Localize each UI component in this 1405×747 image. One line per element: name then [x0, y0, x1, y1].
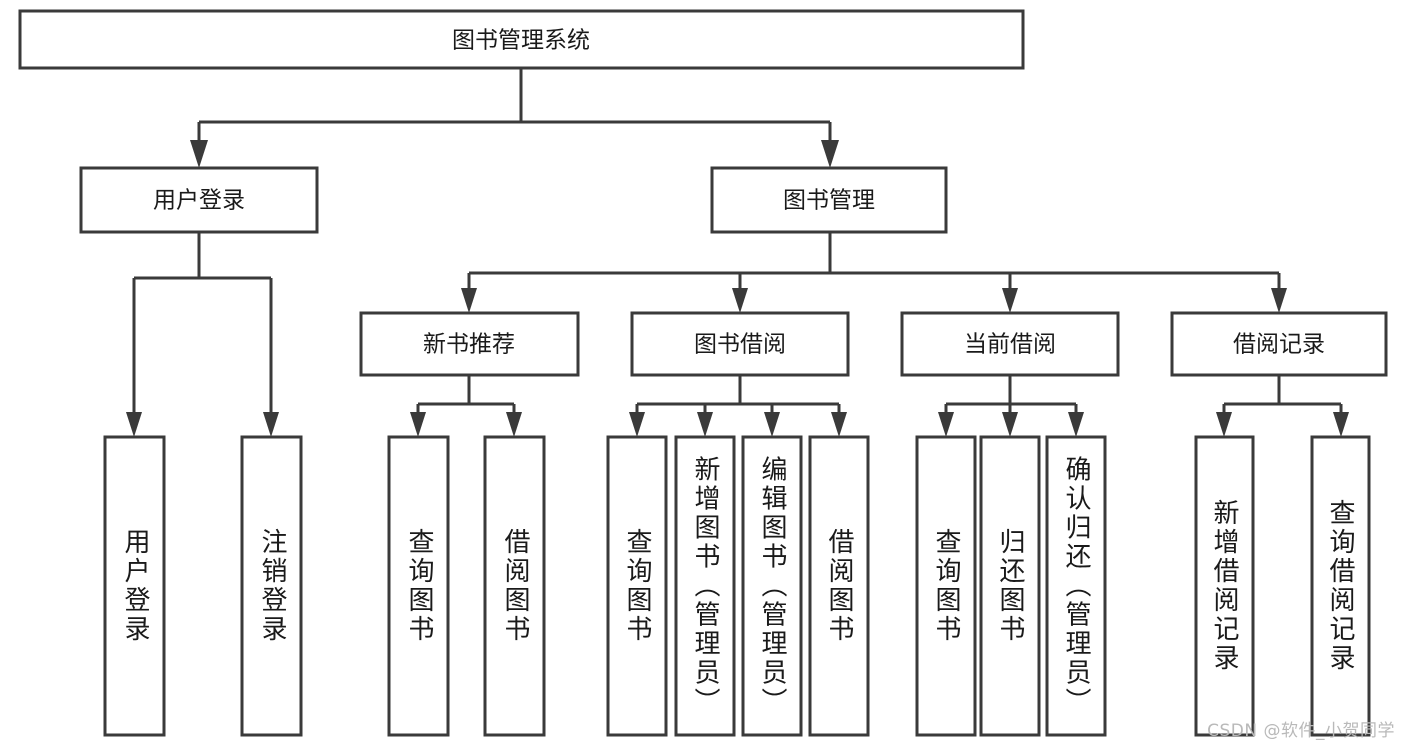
node-leaf-return-book[interactable]: 归还图书: [979, 435, 1041, 737]
connector-group-bookmanage: [461, 232, 1287, 313]
node-leaf-query-book-3-box[interactable]: [915, 435, 977, 737]
node-book-manage-label: 图书管理: [783, 188, 875, 214]
node-user-login-label: 用户登录: [153, 188, 245, 214]
node-leaf-add-book-label: 新增图书（管理员）: [690, 455, 720, 716]
node-leaf-return-book-box[interactable]: [979, 435, 1041, 737]
arrow-head-borrow-record: [1271, 288, 1287, 313]
connector-group-newbook: [410, 375, 522, 437]
node-leaf-user-login-label: 用户登录: [120, 528, 150, 644]
node-leaf-confirm-return-label: 确认归还（管理员）: [1061, 455, 1091, 716]
node-book-borrow-label: 图书借阅: [694, 332, 786, 358]
node-root[interactable]: 图书管理系统: [18, 9, 1025, 70]
node-leaf-query-record-box[interactable]: [1310, 435, 1371, 737]
connector-group-bookborrow: [629, 375, 847, 437]
node-leaf-return-book-label: 归还图书: [995, 528, 1025, 644]
node-borrow-record-label: 借阅记录: [1233, 332, 1325, 358]
arrow-head-current-borrow: [1002, 288, 1018, 313]
arrow-head-leaf-query-record: [1333, 412, 1349, 437]
node-leaf-logout-login[interactable]: 注销登录: [240, 435, 303, 737]
node-leaf-borrow-book-1-label: 借阅图书: [500, 528, 530, 644]
arrow-head-leaf-query-book-2: [629, 412, 645, 437]
node-leaf-borrow-book-2-box[interactable]: [808, 435, 870, 737]
node-leaf-edit-book-label: 编辑图书（管理员）: [757, 455, 787, 716]
arrow-head-leaf-add-record: [1216, 412, 1232, 437]
node-current-borrow[interactable]: 当前借阅: [900, 311, 1120, 377]
node-leaf-query-book-1-label: 查询图书: [404, 528, 434, 644]
node-leaf-edit-book-box[interactable]: [741, 435, 803, 737]
node-leaf-add-book[interactable]: 新增图书（管理员）: [674, 435, 736, 737]
node-book-manage-box[interactable]: [710, 166, 948, 234]
node-leaf-query-book-3[interactable]: 查询图书: [915, 435, 977, 737]
connector-group-borrowrecord: [1216, 375, 1349, 437]
node-borrow-record-box[interactable]: [1170, 311, 1388, 377]
arrow-head-leaf-query-book-1: [410, 412, 426, 437]
arrow-head-leaf-logout-login: [263, 412, 279, 437]
arrow-head-leaf-borrow-book-2: [831, 412, 847, 437]
connector-group-userlogin: [126, 232, 279, 437]
node-leaf-query-book-1[interactable]: 查询图书: [387, 435, 450, 737]
node-leaf-borrow-book-2[interactable]: 借阅图书: [808, 435, 870, 737]
connector-group-currentborrow: [938, 375, 1084, 437]
arrow-head-leaf-borrow-book-1: [506, 412, 522, 437]
node-leaf-logout-login-box[interactable]: [240, 435, 303, 737]
node-book-borrow[interactable]: 图书借阅: [630, 311, 850, 377]
node-leaf-query-record[interactable]: 查询借阅记录: [1310, 435, 1371, 737]
arrow-head-leaf-edit-book: [764, 412, 780, 437]
node-new-book-recommend-label: 新书推荐: [423, 332, 515, 358]
node-leaf-query-book-3-label: 查询图书: [931, 528, 961, 644]
node-current-borrow-box[interactable]: [900, 311, 1120, 377]
connector-group-root: [190, 68, 839, 168]
node-borrow-record[interactable]: 借阅记录: [1170, 311, 1388, 377]
node-leaf-query-book-2-label: 查询图书: [622, 528, 652, 644]
node-book-manage[interactable]: 图书管理: [710, 166, 948, 234]
node-leaf-edit-book[interactable]: 编辑图书（管理员）: [741, 435, 803, 737]
arrow-head-book-borrow: [732, 288, 748, 313]
arrow-head-leaf-user-login: [126, 412, 142, 437]
node-leaf-add-record[interactable]: 新增借阅记录: [1194, 435, 1255, 737]
arrow-head-leaf-confirm-return: [1068, 412, 1084, 437]
node-root-box[interactable]: [18, 9, 1025, 70]
node-leaf-query-book-2[interactable]: 查询图书: [606, 435, 668, 737]
node-user-login-box[interactable]: [79, 166, 319, 234]
node-root-label: 图书管理系统: [452, 28, 590, 54]
node-leaf-query-record-label: 查询借阅记录: [1325, 499, 1355, 673]
arrow-head-leaf-query-book-3: [938, 412, 954, 437]
node-leaf-user-login-box[interactable]: [103, 435, 166, 737]
node-leaf-borrow-book-1[interactable]: 借阅图书: [483, 435, 546, 737]
node-leaf-logout-login-label: 注销登录: [257, 528, 287, 644]
node-new-book-recommend-box[interactable]: [359, 311, 580, 377]
node-leaf-borrow-book-2-label: 借阅图书: [824, 528, 854, 644]
node-leaf-add-record-label: 新增借阅记录: [1209, 499, 1239, 673]
node-leaf-borrow-book-1-box[interactable]: [483, 435, 546, 737]
node-leaf-confirm-return[interactable]: 确认归还（管理员）: [1045, 435, 1107, 737]
node-leaf-query-book-2-box[interactable]: [606, 435, 668, 737]
arrow-head-leaf-return-book: [1002, 412, 1018, 437]
node-leaf-add-record-box[interactable]: [1194, 435, 1255, 737]
arrow-head-userlogin: [190, 140, 208, 168]
node-book-borrow-box[interactable]: [630, 311, 850, 377]
arrow-head-bookmanage: [821, 140, 839, 168]
node-leaf-confirm-return-box[interactable]: [1045, 435, 1107, 737]
node-current-borrow-label: 当前借阅: [964, 332, 1056, 358]
node-leaf-query-book-1-box[interactable]: [387, 435, 450, 737]
node-user-login[interactable]: 用户登录: [79, 166, 319, 234]
node-new-book-recommend[interactable]: 新书推荐: [359, 311, 580, 377]
arrow-head-new-book-recommend: [461, 288, 477, 313]
arrow-head-leaf-add-book: [697, 412, 713, 437]
node-leaf-add-book-box[interactable]: [674, 435, 736, 737]
node-leaf-user-login[interactable]: 用户登录: [103, 435, 166, 737]
